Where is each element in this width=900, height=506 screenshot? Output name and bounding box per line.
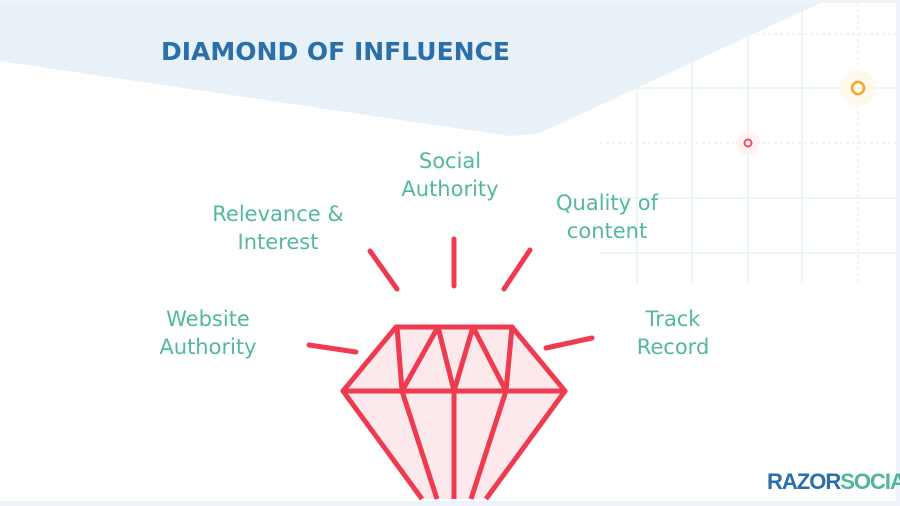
ray-relevance xyxy=(367,248,400,292)
logo-part1: RAZOR xyxy=(767,469,841,494)
label-line: Authority xyxy=(401,177,499,201)
label-line: content xyxy=(566,219,648,243)
label-website-authority: Website Authority xyxy=(148,305,268,361)
diamond-icon xyxy=(340,324,568,501)
header-band xyxy=(0,3,820,136)
logo-part2: SOCIAL xyxy=(840,469,900,494)
label-line: Website xyxy=(166,307,250,331)
ray-quality xyxy=(501,247,533,292)
red-dot-icon xyxy=(743,138,753,148)
orange-dot-icon xyxy=(850,80,866,96)
background-decoration xyxy=(0,3,896,283)
ray-website-authority xyxy=(306,342,359,355)
slide: DIAMOND OF INFLUENCE Social Authority Re… xyxy=(0,3,900,501)
label-line: Relevance & xyxy=(212,202,344,226)
label-line: Quality of xyxy=(556,191,658,215)
diamond-diagram xyxy=(306,236,595,501)
label-line: Interest xyxy=(237,230,319,254)
label-track-record: Track Record xyxy=(623,305,723,361)
grid-lines xyxy=(560,3,896,283)
label-line: Record xyxy=(636,335,710,359)
rays xyxy=(306,236,595,355)
slide-title: DIAMOND OF INFLUENCE xyxy=(161,37,511,66)
label-relevance-interest: Relevance & Interest xyxy=(203,200,353,256)
label-social-authority: Social Authority xyxy=(395,147,505,203)
label-line: Track xyxy=(645,307,701,331)
label-line: Authority xyxy=(159,335,257,359)
ray-track-record xyxy=(543,335,595,351)
label-quality-content: Quality of content xyxy=(542,189,672,245)
label-line: Social xyxy=(418,149,482,173)
razorsocial-logo: RAZORSOCIAL xyxy=(767,469,900,495)
